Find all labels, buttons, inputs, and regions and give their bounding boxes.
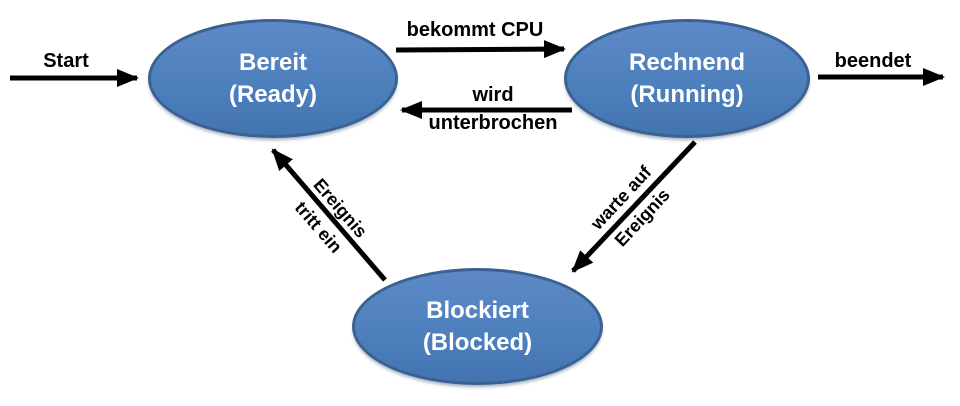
transition-label-interrupted-line2: unterbrochen [428, 112, 558, 134]
arrow-ready-to-running [395, 40, 566, 59]
state-name-ready: Bereit [238, 48, 308, 76]
transition-label-wait-event: warte auf Ereignis [584, 159, 680, 256]
transition-label-event-occurs: Ereignis tritt ein [284, 172, 374, 264]
state-alias-ready: (Ready) [228, 80, 318, 108]
state-name-running: Rechnend [628, 48, 745, 76]
state-node-blocked: Blockiert (Blocked) [352, 268, 603, 385]
state-alias-running: (Running) [630, 80, 744, 108]
transition-label-gets-cpu: bekommt CPU [406, 19, 544, 41]
transition-label-start: Start [43, 50, 89, 72]
state-node-ready: Bereit (Ready) [148, 19, 398, 138]
state-alias-blocked: (Blocked) [422, 328, 533, 356]
transition-label-interrupted-line1: wird [472, 84, 514, 106]
state-name-blocked: Blockiert [426, 296, 529, 324]
transition-label-terminated: beendet [834, 50, 912, 72]
transition-label-interrupted: wird unterbrochen [429, 81, 558, 137]
state-node-running: Rechnend (Running) [564, 19, 810, 138]
